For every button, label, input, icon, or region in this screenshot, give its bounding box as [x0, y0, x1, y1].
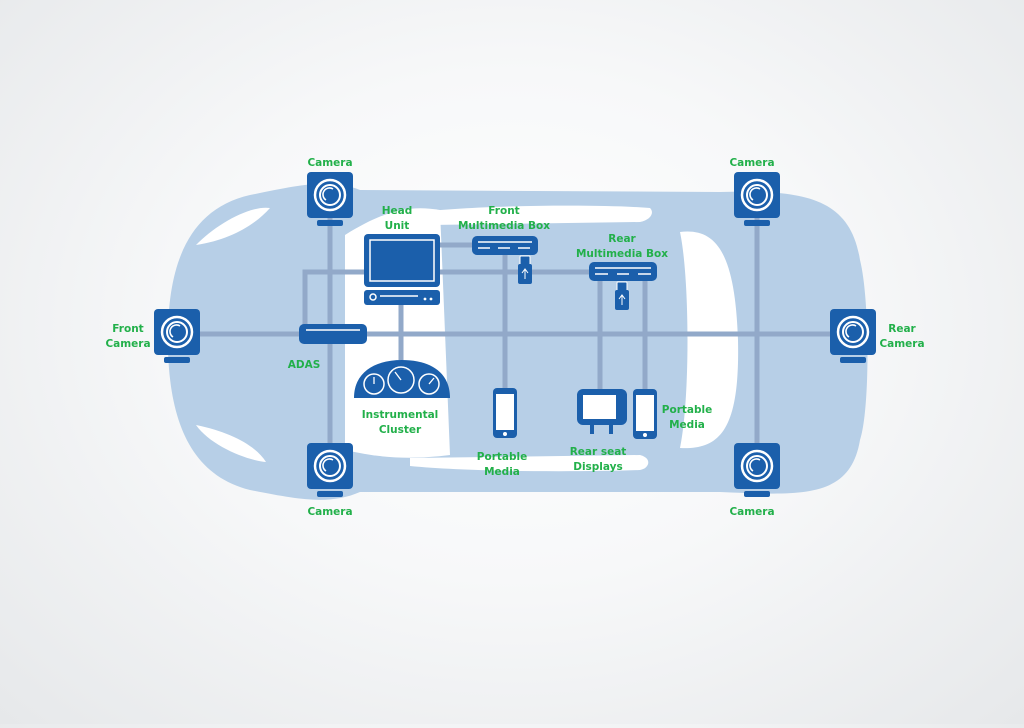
- usb-stick-icon: [614, 281, 630, 311]
- camera-rear-bottom-label: Camera: [729, 506, 775, 518]
- camera-rear-bottom-icon: [732, 441, 782, 499]
- bus-head-unit-rear-box: [302, 269, 600, 334]
- rear-multimedia-box-label: Rear Multimedia Box: [576, 232, 668, 262]
- gauge-cluster-icon: [354, 360, 450, 398]
- rear-seat-displays-label: Rear seat Displays: [570, 445, 627, 475]
- label-line: Multimedia Box: [457, 220, 551, 232]
- label-line: Rear: [608, 233, 636, 245]
- camera-front-top-label: Camera: [307, 157, 353, 169]
- headlight-right: [196, 425, 266, 462]
- front-multimedia-box-icon: [472, 236, 538, 255]
- label-line: Displays: [573, 461, 623, 473]
- label-line: Multimedia Box: [575, 248, 669, 260]
- portable-media-front-label: Portable Media: [477, 450, 527, 480]
- bus-lines: [200, 215, 835, 445]
- front-multimedia-box-label: Front Multimedia Box: [458, 204, 550, 234]
- camera-front-top-icon: [305, 170, 355, 228]
- computer-monitor-icon: [364, 234, 440, 305]
- adas-box-icon: [299, 324, 367, 344]
- label-line: Camera: [105, 338, 151, 350]
- camera-front-bottom-icon: [305, 441, 355, 499]
- label-line: Media: [669, 419, 705, 431]
- rear-multimedia-box-icon: [589, 262, 657, 281]
- instrumental-cluster-label: Instrumental Cluster: [362, 408, 439, 438]
- camera-rear-top-icon: [732, 170, 782, 228]
- headrest-display-icon: [577, 389, 627, 434]
- adas-label: ADAS: [287, 359, 321, 371]
- label-line: Front: [112, 323, 144, 335]
- label-line: Instrumental: [361, 409, 439, 421]
- front-camera-icon: [152, 307, 202, 365]
- label-line: Portable: [476, 451, 528, 463]
- label-line: Rear seat: [569, 446, 627, 458]
- rear-window: [680, 231, 739, 449]
- portable-media-rear-label: Portable Media: [662, 403, 712, 433]
- smartphone-icon: [633, 389, 657, 439]
- side-window-bottom: [410, 455, 649, 472]
- label-line: Front: [488, 205, 520, 217]
- headlight-left: [196, 207, 270, 245]
- camera-front-bottom-label: Camera: [307, 506, 353, 518]
- smartphone-icon: [493, 388, 517, 438]
- front-camera-label: Front Camera: [105, 322, 150, 352]
- label-line: Media: [484, 466, 520, 478]
- label-line: Camera: [879, 338, 925, 350]
- rear-camera-label: Rear Camera: [879, 322, 924, 352]
- label-line: Rear: [888, 323, 916, 335]
- head-unit-label: Head Unit: [382, 204, 413, 234]
- label-line: Portable: [661, 404, 713, 416]
- label-line: Unit: [384, 220, 410, 232]
- camera-rear-top-label: Camera: [729, 157, 775, 169]
- usb-stick-icon: [517, 255, 533, 285]
- label-line: Head: [381, 205, 413, 217]
- rear-camera-icon: [828, 307, 878, 365]
- label-line: Cluster: [378, 424, 422, 436]
- side-window-top: [420, 205, 652, 225]
